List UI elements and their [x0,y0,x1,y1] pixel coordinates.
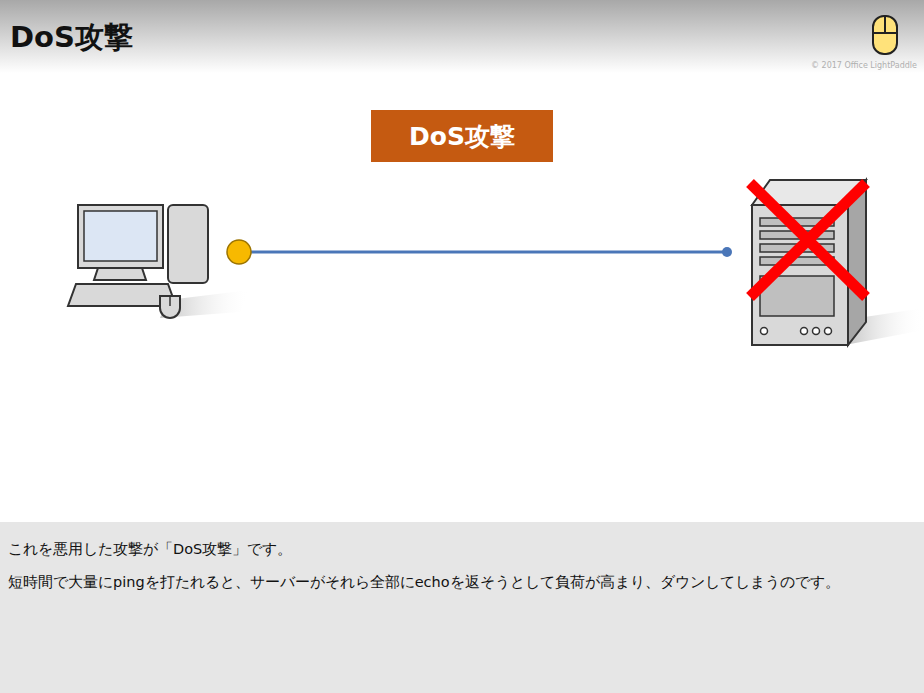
box-label: DoS攻撃 [409,120,515,153]
cross-mark [750,183,866,297]
caption-text: これを悪用した攻撃が「DoS攻撃」です。 [8,533,913,566]
caption-area: これを悪用した攻撃が「DoS攻撃」です。短時間で大量にpingを打たれると、サー… [8,533,913,599]
computer-icon [68,205,250,318]
header-bar [0,0,924,73]
slide-title: DoS攻撃 [10,18,133,58]
caption-panel [0,522,924,693]
caption-text: 短時間で大量にpingを打たれると、サーバーがそれら全部にechoを返そうとして… [8,566,913,599]
copyright-note: © 2017 Office LightPaddle [811,61,917,70]
mouse-icon [873,16,897,54]
network-line [227,240,732,264]
title-box: DoS攻撃 [371,110,553,162]
